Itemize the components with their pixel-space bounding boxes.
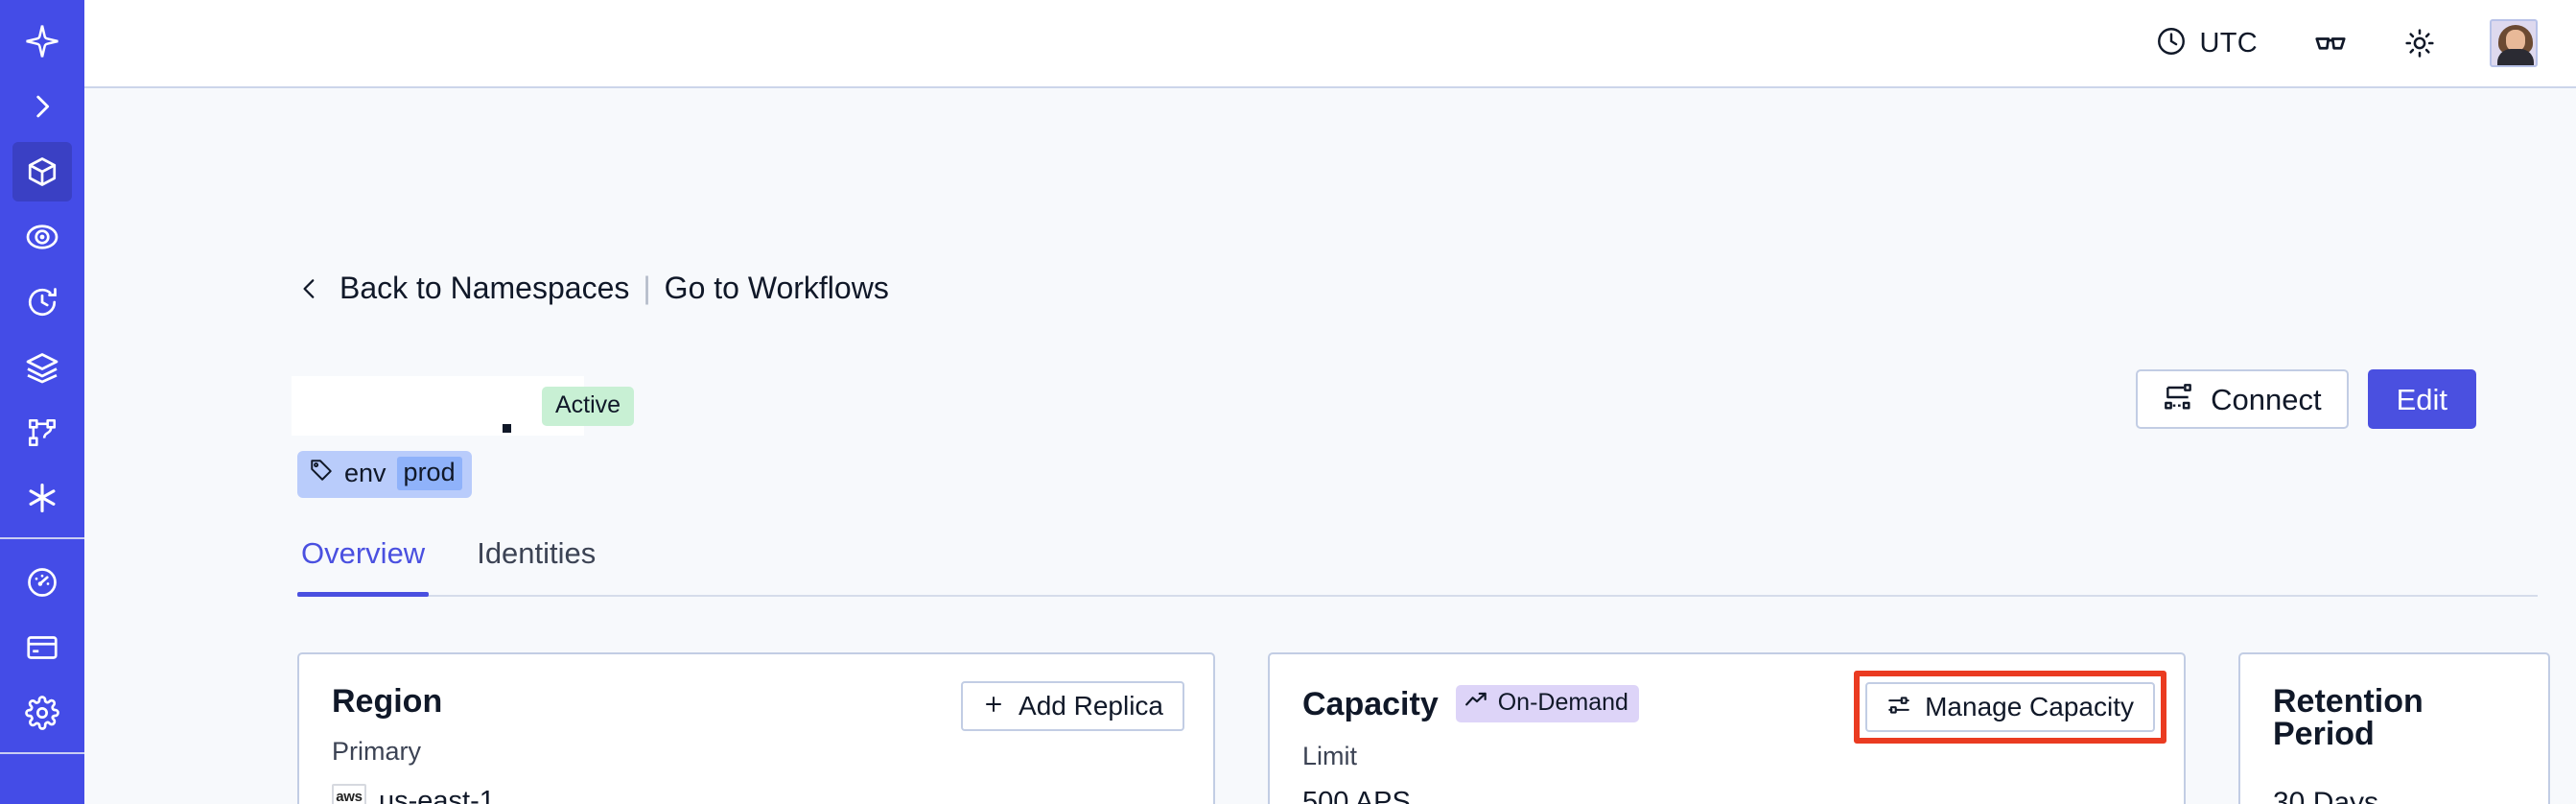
main-area: UTC [84,0,2576,804]
connect-button-label: Connect [2211,382,2322,416]
sidebar-item-namespaces[interactable] [12,142,72,201]
temporal-logo-icon[interactable] [12,12,72,71]
manage-capacity-label: Manage Capacity [1925,692,2134,721]
title-marker [503,423,511,433]
sidebar [0,0,84,804]
card-capacity-value: 500 APS [1302,787,1411,804]
sidebar-item-nexus[interactable] [12,468,72,528]
sidebar-item-batch-jobs[interactable] [12,338,72,397]
card-region: Region Add Replica Primary aws us-east-1 [297,652,1215,804]
tag-value: prod [396,457,462,490]
edit-button[interactable]: Edit [2367,369,2476,429]
sidebar-item-workflows[interactable] [12,403,72,462]
card-capacity-title-row: Capacity On-Demand [1302,685,2153,722]
tab-identities[interactable]: Identities [477,536,597,570]
card-region-value: us-east-1 [379,785,495,804]
avatar-face [2506,30,2525,52]
reading-glasses-icon[interactable] [2313,26,2348,60]
sun-icon[interactable] [2403,27,2436,59]
timezone-selector[interactable]: UTC [2155,25,2258,62]
breadcrumb: Back to Namespaces | Go to Workflows [297,271,889,306]
overview-cards: Region Add Replica Primary aws us-east-1 [297,652,2550,804]
sidebar-item-schedules[interactable] [12,272,72,332]
aws-icon: aws [332,784,366,804]
card-region-sublabel: Primary [332,737,421,766]
card-capacity-sublabel: Limit [1302,742,1358,770]
namespace-tags: env prod [297,451,472,498]
breadcrumb-back-link[interactable]: Back to Namespaces [340,271,630,305]
on-demand-badge: On-Demand [1455,685,1639,722]
tag-icon [309,458,334,489]
top-header: UTC [84,0,2576,88]
sidebar-divider-2 [0,752,84,754]
sidebar-item-usage[interactable] [12,553,72,612]
card-capacity: Capacity On-Demand [1268,652,2186,804]
card-capacity-title: Capacity [1302,685,1439,722]
card-retention-title: Retention Period [2273,683,2424,752]
timezone-label: UTC [2199,27,2258,59]
avatar-body [2497,49,2534,65]
status-badge: Active [542,386,635,426]
sidebar-item-expand[interactable] [12,77,72,136]
tag-key: env [344,459,386,487]
connect-button[interactable]: Connect [2136,369,2349,429]
connect-flow-icon [2163,382,2193,417]
content-area: Back to Namespaces | Go to Workflows Act… [84,88,2576,804]
manage-capacity-highlight: Manage Capacity [1854,671,2166,744]
add-replica-button[interactable]: Add Replica [961,681,1184,731]
sidebar-item-observability[interactable] [12,207,72,267]
sidebar-item-settings[interactable] [12,683,72,743]
tab-bar: Overview Identities [297,536,2538,597]
namespace-title-row: Active [292,376,635,436]
card-retention: Retention Period 30 Days [2238,652,2550,804]
card-region-value-row: aws us-east-1 [332,784,1183,804]
edit-button-label: Edit [2396,382,2447,416]
avatar[interactable] [2490,19,2538,67]
trend-up-icon [1464,691,1489,715]
plus-icon [982,693,1005,721]
page-title [292,376,584,436]
card-region-title: Region [332,683,443,720]
breadcrumb-workflows-link[interactable]: Go to Workflows [664,271,889,305]
tab-overview[interactable]: Overview [297,536,430,597]
card-retention-value: 30 Days [2273,787,2379,804]
on-demand-label: On-Demand [1497,689,1628,716]
breadcrumb-divider: | [643,271,651,305]
page-actions: Connect Edit [2136,369,2476,429]
sidebar-divider-1 [0,537,84,539]
sidebar-item-billing[interactable] [12,618,72,677]
sliders-icon [1886,693,1911,722]
chevron-left-icon[interactable] [297,272,322,305]
manage-capacity-button[interactable]: Manage Capacity [1865,682,2155,732]
add-replica-label: Add Replica [1019,691,1163,721]
tag-chip[interactable]: env prod [297,451,472,498]
clock-icon [2155,25,2188,62]
